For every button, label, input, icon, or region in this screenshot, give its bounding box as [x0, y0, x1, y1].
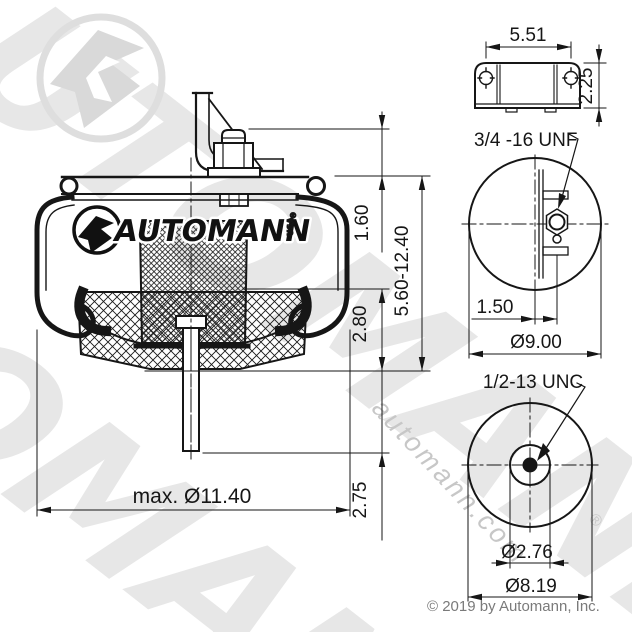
dim-bracket-width: 5.51	[510, 25, 547, 46]
bottom-view: 1/2-13 UNC Ø2.76 Ø8.19	[461, 372, 599, 602]
logo-usa: USA	[286, 217, 295, 236]
bracket-slot-left	[477, 67, 495, 89]
logo-brand-text: AUTOMANN	[111, 214, 313, 249]
bracket-dimensions	[485, 41, 607, 127]
unc-leader	[537, 382, 586, 461]
top-view-bracket-edge	[538, 169, 569, 279]
side-view-dimensions	[36, 111, 431, 541]
unf-leader	[558, 133, 579, 209]
top-view-dimensions	[468, 229, 602, 359]
dim-height-range: 5.60-12.40	[392, 226, 413, 317]
dim-max-diameter: max. Ø11.40	[133, 485, 252, 508]
bracket-top-view: 5.51 2.25	[474, 25, 607, 127]
logo-registered: ®	[289, 211, 297, 220]
copyright-notice: © 2019 by Automann, Inc.	[427, 598, 600, 615]
dim-boss-height: 1.60	[352, 205, 373, 242]
thread-label-unc: 1/2-13 UNC	[483, 372, 583, 393]
dim-port-offset: 1.50	[477, 297, 514, 318]
automann-logo: AUTOMANN ® USA	[72, 205, 316, 255]
bumper-block	[138, 220, 249, 344]
dim-piston-height: 2.80	[350, 306, 371, 343]
top-view: 3/4 -16 UNF 1.50 Ø9.00	[461, 130, 611, 359]
bracket-slot-right	[562, 67, 580, 89]
dim-outer-diameter: Ø8.19	[505, 576, 557, 597]
bottom-view-dimensions	[467, 467, 593, 602]
dim-bracket-height: 2.25	[576, 68, 597, 105]
arrowheads	[37, 115, 426, 514]
dim-inner-diameter: Ø2.76	[501, 542, 553, 563]
thread-label-unf: 3/4 -16 UNF	[474, 130, 577, 151]
dim-stud-length: 2.75	[350, 482, 371, 519]
bellows	[34, 194, 350, 350]
top-bead-plate	[59, 175, 326, 201]
air-fitting-bolt	[207, 129, 261, 207]
dim-plate-diameter: Ø9.00	[510, 332, 562, 353]
air-port	[545, 208, 569, 244]
side-view: AUTOMANN ® USA 1.60 2.80 5.60-12.40 2.75…	[34, 91, 431, 541]
brand-logo-watermark-icon	[36, 13, 166, 143]
